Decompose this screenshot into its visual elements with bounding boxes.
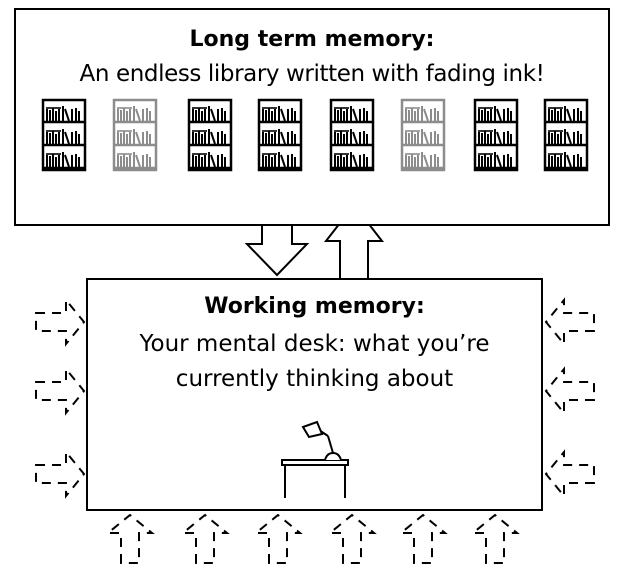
dashed-arrow-icon [35, 449, 86, 499]
bookshelf-icon [473, 98, 519, 172]
long-term-memory-title: Long term memory: [189, 27, 435, 52]
dashed-arrow-icon [544, 366, 595, 416]
dashed-arrow-icon [544, 297, 595, 347]
bookshelf-icon [112, 98, 158, 172]
dashed-arrow-icon [470, 513, 520, 564]
dashed-arrow-icon [544, 449, 595, 499]
working-memory-line-2: currently thinking about [175, 366, 454, 392]
dashed-arrow-icon [35, 366, 86, 416]
dashed-arrow-icon [180, 513, 230, 564]
bookshelf-icon [257, 98, 303, 172]
desk-lamp-icon [281, 420, 349, 498]
working-memory-line-1: Your mental desk: what you’re [139, 331, 490, 357]
long-term-memory-box: Long term memory: An endless library wri… [14, 8, 610, 226]
dashed-arrow-icon [253, 513, 303, 564]
dashed-arrow-icon [35, 297, 86, 347]
working-memory-description: Your mental desk: what you’re currently … [88, 327, 541, 397]
bookshelf-icon [543, 98, 589, 172]
working-memory-title: Working memory: [204, 294, 425, 319]
dashed-arrow-icon [327, 513, 377, 564]
long-term-memory-subtitle: An endless library written with fading i… [79, 61, 545, 87]
bookshelf-icon [187, 98, 233, 172]
dashed-arrow-icon [105, 513, 155, 564]
dashed-arrow-icon [398, 513, 448, 564]
bookshelf-icon [329, 98, 375, 172]
bookshelf-icon [41, 98, 87, 172]
distraction-arrows [35, 297, 595, 564]
working-memory-box: Working memory: Your mental desk: what y… [86, 278, 543, 511]
bookshelf-icon [400, 98, 446, 172]
